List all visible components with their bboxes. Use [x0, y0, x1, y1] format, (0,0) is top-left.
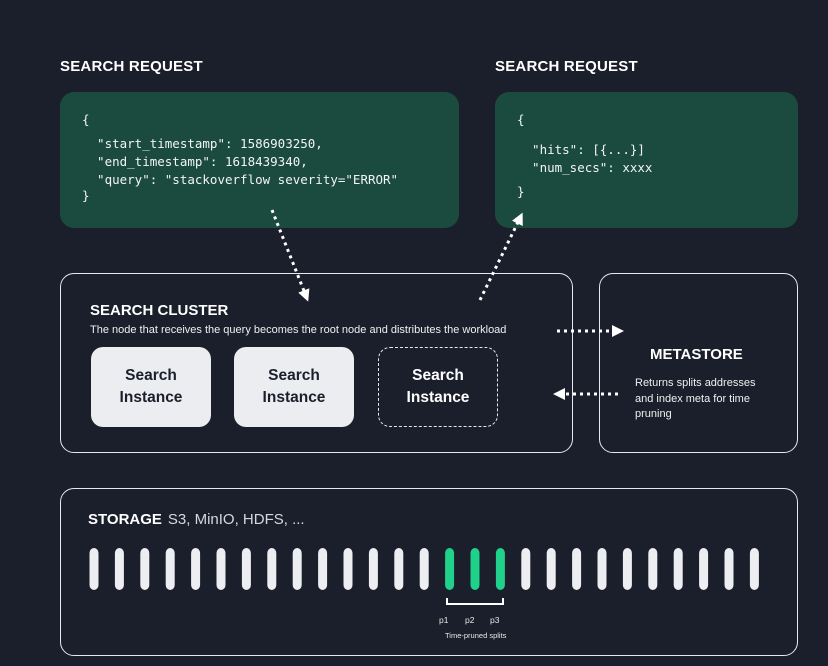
split: [318, 548, 328, 590]
split-label-p3: p3: [490, 615, 500, 625]
search-cluster-title: SEARCH CLUSTER: [90, 302, 229, 319]
pruned-split: [495, 548, 505, 590]
split: [241, 548, 251, 590]
response-code-block: { "hits": [{...}] "num_secs": xxxx }: [495, 92, 798, 228]
split: [724, 548, 734, 590]
split: [572, 548, 582, 590]
split: [216, 548, 226, 590]
split: [343, 548, 353, 590]
request-code-block: { "start_timestamp": 1586903250, "end_ti…: [60, 92, 459, 228]
search-cluster-panel: SEARCH CLUSTER The node that receives th…: [60, 273, 573, 453]
search-instance: Search Instance: [91, 347, 211, 427]
split: [673, 548, 683, 590]
request-code-line: }: [82, 188, 90, 203]
storage-panel: STORAGE S3, MinIO, HDFS, ... p1 p2 p3 Tim…: [60, 488, 798, 656]
request-code-line: "start_timestamp": 1586903250,: [82, 136, 323, 151]
request-to-cluster-arrow: [270, 209, 310, 302]
split: [114, 548, 124, 590]
metastore-description: Returns splits addresses and index meta …: [635, 377, 756, 420]
response-code-line: }: [517, 184, 525, 199]
split: [648, 548, 658, 590]
bracket-caption: Time-pruned splits: [445, 631, 507, 640]
request-code-line: {: [82, 112, 90, 127]
split: [165, 548, 175, 590]
request-code-line: "end_timestamp": 1618439340,: [82, 154, 308, 169]
response-code-line: "hits": [{...}]: [517, 142, 645, 157]
response-code-line: "num_secs": xxxx: [517, 160, 653, 175]
storage-title: STORAGE S3, MinIO, HDFS, ...: [88, 511, 305, 528]
split: [394, 548, 404, 590]
metastore-title: METASTORE: [650, 346, 743, 363]
cluster-to-response-arrow: [478, 212, 523, 301]
split: [749, 548, 759, 590]
request-code-line: "query": "stackoverflow severity="ERROR": [82, 172, 399, 187]
search-cluster-subtitle: The node that receives the query becomes…: [90, 324, 507, 336]
pruned-split: [470, 548, 480, 590]
search-instance-root: Search Instance: [378, 347, 498, 427]
split: [368, 548, 378, 590]
pruned-splits-bracket: [446, 598, 504, 605]
split: [292, 548, 302, 590]
split-label-p1: p1: [439, 615, 449, 625]
split: [521, 548, 531, 590]
split: [546, 548, 556, 590]
split: [622, 548, 632, 590]
storage-heading: STORAGE: [88, 511, 162, 528]
split: [597, 548, 607, 590]
split: [191, 548, 201, 590]
response-heading: SEARCH REQUEST: [495, 58, 638, 75]
pruned-split: [445, 548, 455, 590]
split: [699, 548, 709, 590]
search-instance: Search Instance: [234, 347, 354, 427]
response-code-line: {: [517, 112, 525, 127]
split: [419, 548, 429, 590]
metastore-panel: METASTORE Returns splits addresses and i…: [599, 273, 798, 453]
split: [267, 548, 277, 590]
storage-subtitle: S3, MinIO, HDFS, ...: [167, 511, 305, 528]
split: [89, 548, 99, 590]
split-label-p2: p2: [465, 615, 475, 625]
request-heading: SEARCH REQUEST: [60, 58, 203, 75]
split: [140, 548, 150, 590]
